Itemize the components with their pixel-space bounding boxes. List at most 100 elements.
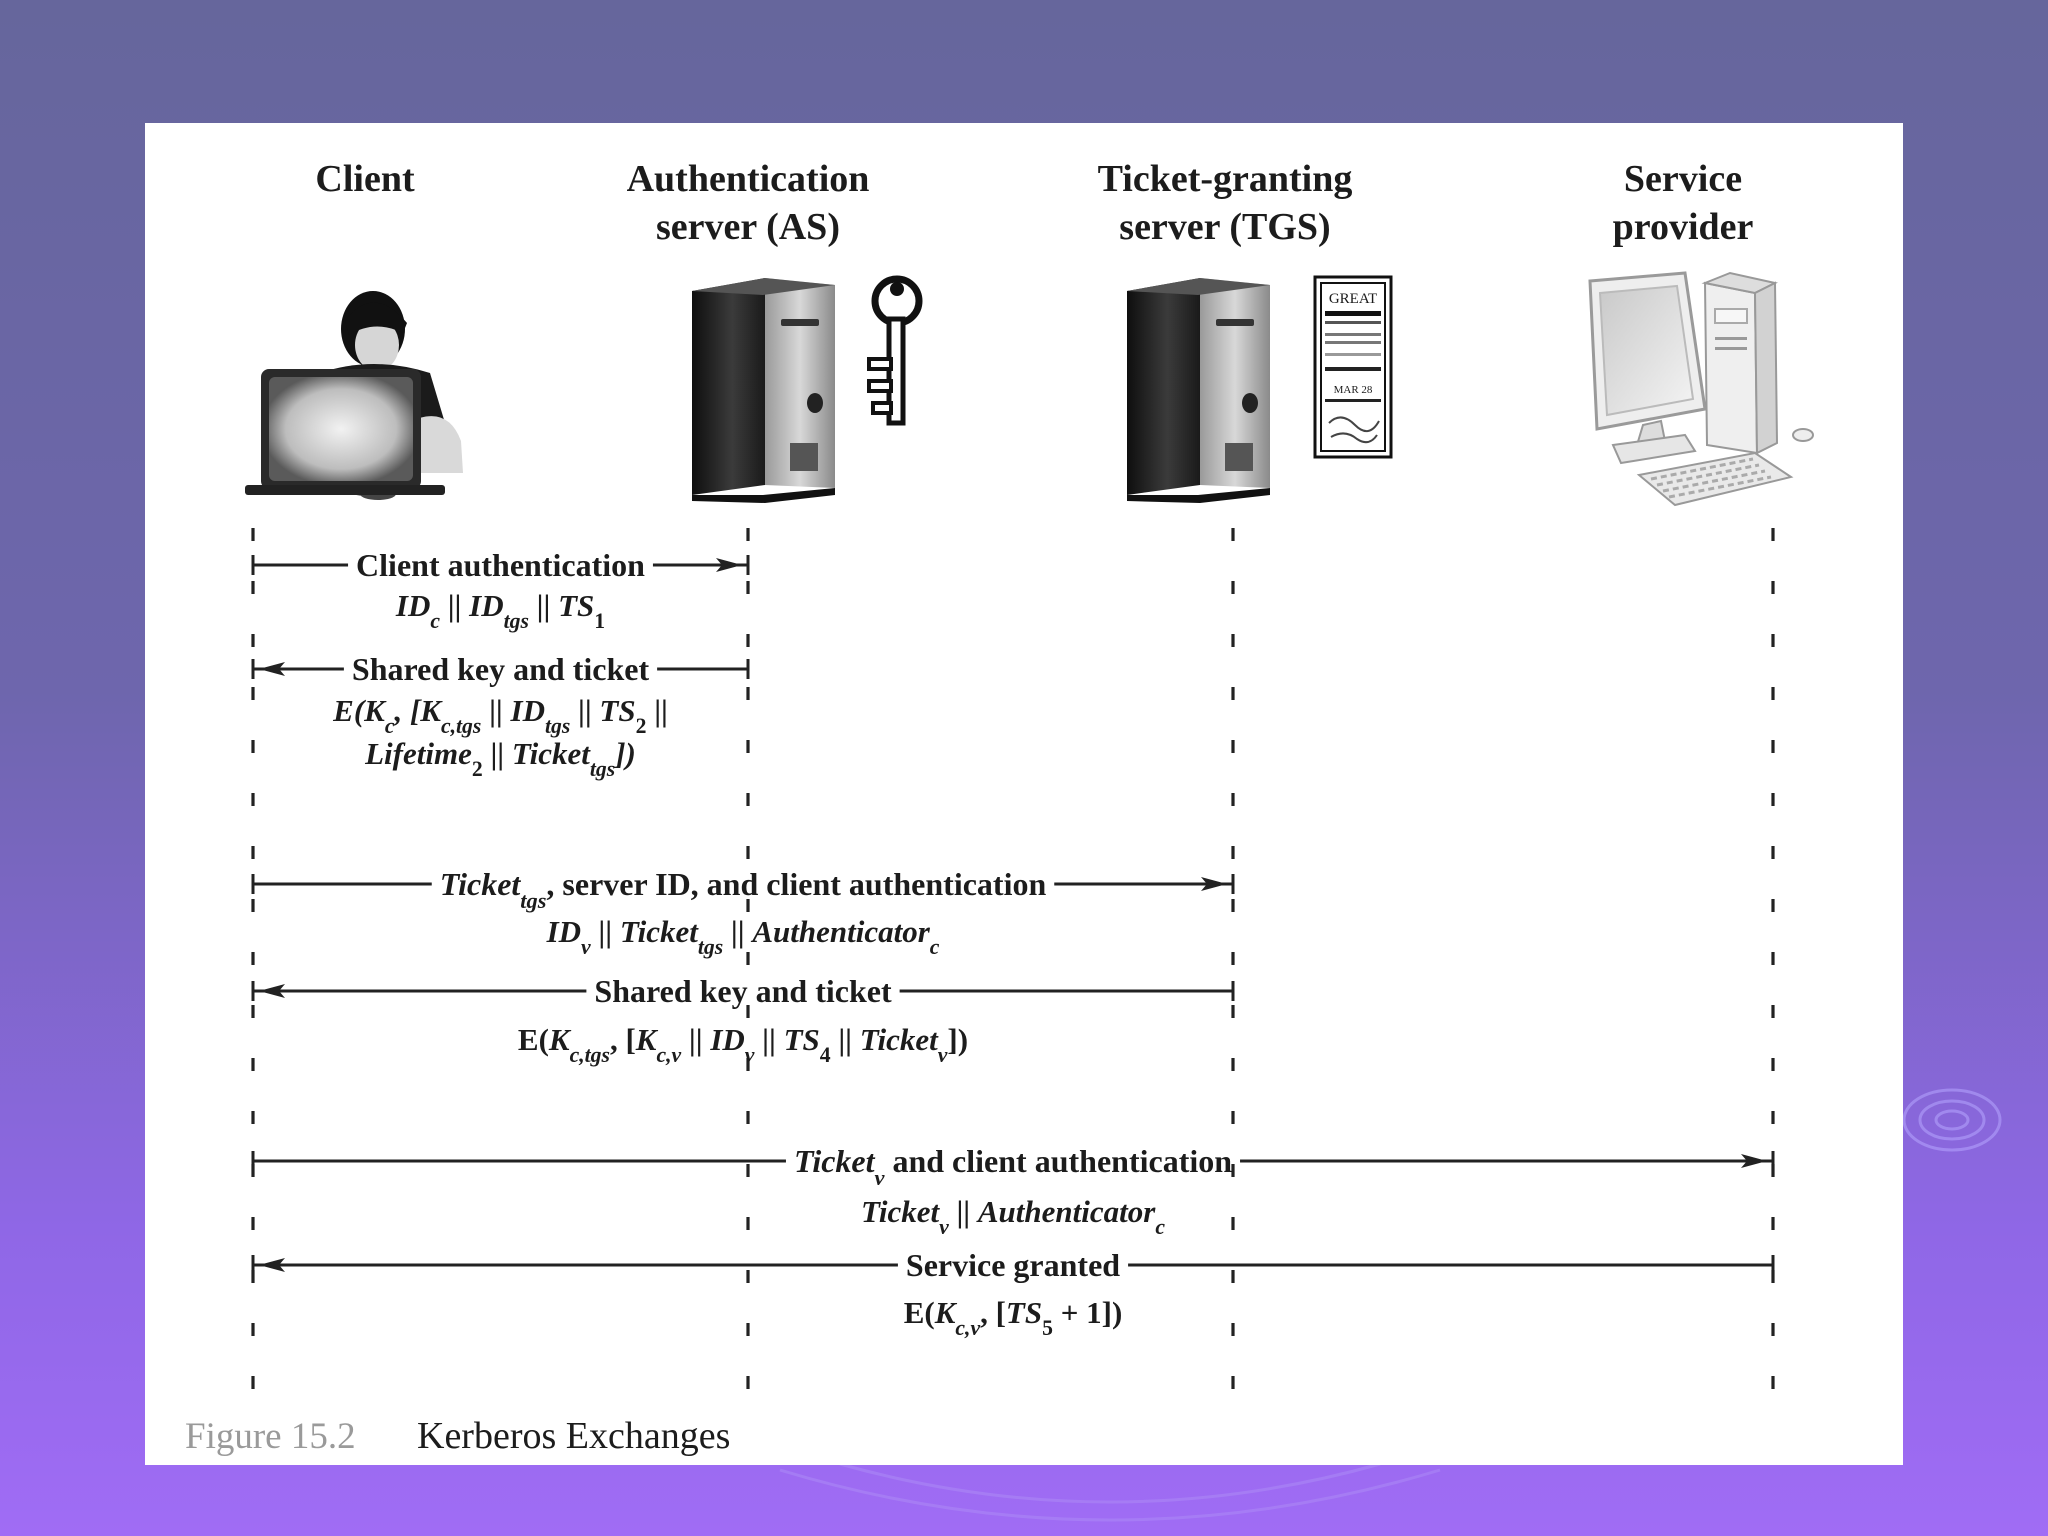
message-detail-part: 2 xyxy=(472,757,483,781)
message-detail-part: TS xyxy=(558,588,594,623)
message-detail: E(Kc,tgs, [Kc,v || IDv || TS4 || Ticketv… xyxy=(518,1022,968,1067)
client-user-icon xyxy=(245,291,463,500)
message-detail-part: , [ xyxy=(610,1022,636,1057)
message-detail-part: || xyxy=(681,1022,710,1057)
message-arrowhead xyxy=(716,558,742,572)
message-label: Service granted xyxy=(906,1247,1120,1283)
message-label: Shared key and ticket xyxy=(594,973,892,1009)
participant-name-sp: Service xyxy=(1624,158,1742,200)
message-label: Shared key and ticket xyxy=(352,651,650,687)
message-detail-part: ID xyxy=(546,914,581,949)
message-detail-part: c,tgs xyxy=(570,1043,610,1067)
message-detail-part: || xyxy=(440,588,469,623)
key-icon xyxy=(867,275,923,426)
message-arrowhead xyxy=(259,662,285,676)
message-arrowhead xyxy=(259,984,285,998)
message-detail-part: 4 xyxy=(820,1043,831,1067)
participant-name-sp: provider xyxy=(1613,206,1754,248)
message-3: Tickettgs, server ID, and client authent… xyxy=(251,866,1235,959)
message-detail-part: || xyxy=(591,914,620,949)
message-detail-part: E( xyxy=(904,1295,935,1330)
message-label: Client authentication xyxy=(356,547,645,583)
message-detail-part: Lifetime xyxy=(364,736,472,771)
message-detail-part: + 1]) xyxy=(1053,1295,1122,1330)
message-detail: Lifetime2 || Tickettgs]) xyxy=(364,736,636,781)
message-detail-part: , [ xyxy=(393,693,422,728)
message-detail-part: Ticket xyxy=(861,1194,940,1229)
message-detail-part: c,v xyxy=(656,1043,681,1067)
participant-headers: Client Authentication server (AS) Ticket-gr… xyxy=(315,158,1753,248)
message-detail-part: Ticket xyxy=(620,914,699,949)
message-label-part: , server ID, and client authentication xyxy=(546,866,1046,902)
message-detail-part: c xyxy=(1155,1215,1165,1239)
message-5: Ticketv and client authenticationTicketv… xyxy=(251,1143,1775,1239)
message-arrowhead xyxy=(259,1258,285,1272)
message-detail-part: || xyxy=(949,1194,978,1229)
message-detail-part: K xyxy=(934,1295,958,1330)
message-label-part: Ticket xyxy=(440,866,522,902)
message-detail-part: v xyxy=(581,935,591,959)
message-label-part: and client authentication xyxy=(884,1143,1232,1179)
message-detail: Ticketv || Authenticatorc xyxy=(861,1194,1165,1239)
participant-name-as: server (AS) xyxy=(656,206,840,248)
message-detail-part: tgs xyxy=(545,714,570,738)
message-detail-part: ID xyxy=(709,1022,744,1057)
message-detail-part: E( xyxy=(518,1022,549,1057)
message-detail-part: || xyxy=(483,736,512,771)
message-detail-part: Ticket xyxy=(860,1022,939,1057)
message-detail-part: K xyxy=(548,1022,572,1057)
message-detail-part: c,tgs xyxy=(441,714,481,738)
message-detail-part: c,v xyxy=(955,1316,980,1340)
message-detail-part: || xyxy=(646,693,667,728)
message-detail-part: ]) xyxy=(613,736,636,771)
participant-name-client: Client xyxy=(315,158,415,200)
figure-card: Client Authentication server (AS) Ticket-gr… xyxy=(145,123,1903,1465)
ripple-decoration-bottom xyxy=(779,1462,1441,1522)
message-detail-part: Authenticator xyxy=(976,1194,1156,1229)
participant-name-tgs: server (TGS) xyxy=(1119,206,1330,248)
message-arrowhead xyxy=(1201,877,1227,891)
message-detail-part: || xyxy=(754,1022,783,1057)
service-provider-computer-icon xyxy=(1588,271,1814,507)
message-detail-part: ID xyxy=(395,588,430,623)
message-detail-part: 1 xyxy=(594,609,605,633)
authentication-server-icon xyxy=(692,275,923,503)
message-detail-part: 2 xyxy=(636,714,647,738)
message-detail-part: K xyxy=(635,1022,659,1057)
message-detail-part: || xyxy=(481,693,510,728)
figure-caption-number: Figure 15.2 xyxy=(185,1416,356,1457)
message-detail: IDc || IDtgs || TS1 xyxy=(395,588,605,633)
message-detail-part: v xyxy=(939,1215,949,1239)
message-detail-part: tgs xyxy=(504,609,529,633)
message-detail-part: tgs xyxy=(590,757,615,781)
message-detail-part: c xyxy=(430,609,440,633)
message-detail-part: v xyxy=(938,1043,948,1067)
participant-name-tgs: Ticket-granting xyxy=(1098,158,1353,200)
kerberos-sequence-diagram: Client Authentication server (AS) Ticket-gr… xyxy=(185,158,1814,1457)
message-detail-part: tgs xyxy=(698,935,723,959)
message-detail-part: Ticket xyxy=(512,736,591,771)
message-detail-part: c xyxy=(385,714,395,738)
ticket-granting-server-icon: GREAT MAR 28 xyxy=(1127,275,1393,503)
message-detail-part: 5 xyxy=(1042,1316,1053,1340)
ripple-decoration xyxy=(1902,1088,2002,1152)
message-detail-part: TS xyxy=(599,693,635,728)
message-detail-part: v xyxy=(745,1043,755,1067)
ticket-card-date: MAR 28 xyxy=(1334,384,1373,396)
message-label-part: v xyxy=(875,1165,886,1190)
participant-name-as: Authentication xyxy=(627,158,870,200)
message-detail: E(Kc, [Kc,tgs || IDtgs || TS2 || xyxy=(332,693,668,738)
message-detail-part: || xyxy=(723,914,752,949)
message-detail-part: || xyxy=(831,1022,860,1057)
message-detail-part: Authenticator xyxy=(750,914,930,949)
message-detail-part: || xyxy=(529,588,558,623)
message-label: Ticketv and client authentication xyxy=(794,1143,1232,1190)
message-detail-part: TS xyxy=(1006,1295,1042,1330)
message-detail-part: K xyxy=(363,693,387,728)
message-detail-part: ID xyxy=(510,693,545,728)
message-label-part: tgs xyxy=(520,888,546,913)
message-label: Tickettgs, server ID, and client authent… xyxy=(440,866,1047,913)
